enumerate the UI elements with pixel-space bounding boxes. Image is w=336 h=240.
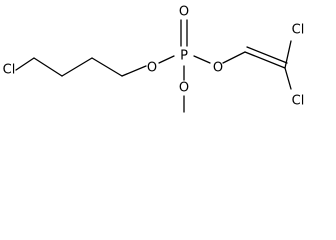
bond-c3-c4 bbox=[91, 57, 123, 77]
bond-c1-c2 bbox=[33, 57, 63, 77]
phosphorus-label: P bbox=[180, 49, 188, 64]
bond-c2-c3 bbox=[61, 57, 93, 77]
bond-vinyl-double-a bbox=[244, 51, 286, 69]
chlorine-top-right-label: Cl bbox=[292, 23, 305, 38]
bond-o-vinyl bbox=[222, 51, 246, 64]
oxygen-bottom-label: O bbox=[179, 81, 189, 96]
bond-cl-c1 bbox=[15, 57, 35, 71]
bond-o-p-left bbox=[158, 55, 175, 64]
oxygen-left-label: O bbox=[147, 61, 157, 76]
bond-p-o-right bbox=[193, 55, 211, 64]
oxygen-top-label: O bbox=[179, 5, 189, 20]
chlorine-left-label: Cl bbox=[3, 63, 16, 78]
bond-ccl-bottom bbox=[284, 67, 292, 90]
chlorine-bottom-right-label: Cl bbox=[292, 94, 305, 109]
oxygen-right-label: O bbox=[213, 61, 223, 76]
bond-ccl-top bbox=[284, 40, 292, 69]
chemical-structure: Cl O P O O O Cl Cl bbox=[3, 5, 305, 113]
bond-vinyl-double-b bbox=[246, 46, 288, 64]
bond-c4-o bbox=[121, 65, 147, 77]
